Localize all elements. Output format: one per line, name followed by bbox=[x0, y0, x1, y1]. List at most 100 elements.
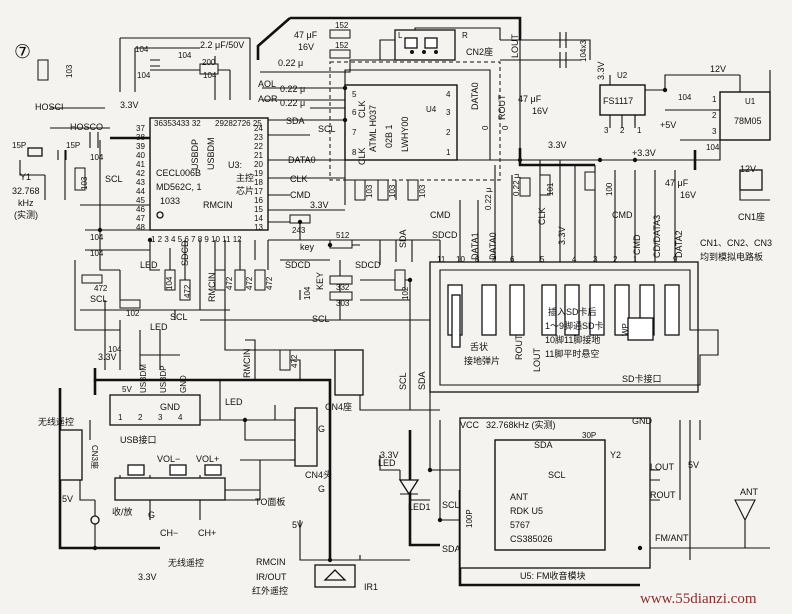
c104-label-h: 104 bbox=[165, 276, 174, 290]
c104-label-f: 104 bbox=[90, 233, 104, 242]
r472-label-d: 472 bbox=[245, 276, 254, 290]
usb-body bbox=[109, 394, 201, 426]
sd-pin-1: 1 bbox=[633, 255, 638, 264]
net-rout-2: ROUT bbox=[514, 334, 524, 360]
u3-pin-39: 39 bbox=[136, 142, 145, 151]
net-g-3: G bbox=[318, 484, 325, 494]
cn3-label: CN3座 bbox=[90, 445, 100, 469]
y1-unit: kHz bbox=[18, 198, 34, 208]
u4-line-3: LWHY00 bbox=[400, 117, 410, 152]
net-led-2: LED bbox=[150, 322, 168, 332]
u3-pin-18: 18 bbox=[254, 178, 263, 187]
regulator-u1: U1 78M05 1 2 3 bbox=[712, 91, 771, 141]
sd-pin-3: 3 bbox=[593, 255, 598, 264]
vol-down-label: VOL− bbox=[157, 454, 180, 464]
net-scl-6: SCL bbox=[398, 372, 408, 390]
ir-receiver: IR1 IR/OUT 红外遥控 无线遥控 bbox=[168, 557, 378, 596]
main-chip-body bbox=[149, 117, 269, 231]
c022-label-c: 0.22 μ bbox=[280, 98, 305, 108]
c15p-label-b: 15P bbox=[66, 141, 80, 150]
c104-label-b: 104 bbox=[178, 51, 192, 60]
net-sda-2: SDA bbox=[398, 229, 408, 248]
sd-pin-2: 2 bbox=[613, 255, 618, 264]
net-lout-1: LOUT bbox=[510, 33, 520, 58]
antenna-label: ANT bbox=[740, 487, 759, 497]
usb-label-5v: 5V bbox=[122, 385, 132, 394]
r332-label: 332 bbox=[336, 283, 350, 292]
net-p5v: +5V bbox=[660, 120, 676, 130]
u1-pin-2: 2 bbox=[712, 111, 717, 120]
net-clk-3: CLK bbox=[357, 147, 367, 165]
chip-u4: 5 6 7 8 4 3 2 1 U4 ATML H037 02B 1 LWHY0… bbox=[344, 84, 458, 161]
r472-label-a: 472 bbox=[94, 284, 108, 293]
u1-body bbox=[719, 91, 771, 141]
u4-pin-4: 4 bbox=[446, 90, 451, 99]
net-lout-2: LOUT bbox=[532, 347, 542, 372]
c104-label-i: 104 bbox=[303, 286, 312, 300]
c0-label-b: 0 bbox=[481, 125, 490, 130]
sd-pin-9: 9 bbox=[673, 255, 678, 264]
net-sdcd-1: SDCD bbox=[285, 260, 311, 270]
u5-crystal: 32.768kHz (实测) bbox=[486, 419, 556, 430]
net-led-4: LED bbox=[378, 458, 396, 468]
ir-desc-label: 红外遥控 bbox=[252, 585, 288, 596]
r152-label-a: 152 bbox=[335, 21, 349, 30]
c104-label-a: 104 bbox=[135, 45, 149, 54]
u1-part: 78M05 bbox=[734, 116, 762, 126]
net-clk-2: CLK bbox=[357, 100, 367, 118]
regulator-u2: U2 FS1117 3 2 1 bbox=[599, 71, 646, 135]
u4-pin-6: 6 bbox=[352, 108, 357, 117]
u1-label: U1 bbox=[745, 97, 756, 106]
r472-label-b: 472 bbox=[183, 284, 192, 298]
panel-title: TO面板 bbox=[255, 496, 285, 507]
u3-pin-22: 22 bbox=[254, 142, 263, 151]
led1-label: LED1 bbox=[408, 502, 431, 512]
net-ch-minus: CH− bbox=[160, 528, 178, 538]
led1: LED1 bbox=[398, 479, 431, 512]
u3-pin-42: 42 bbox=[136, 169, 145, 178]
r102-label-b: 102 bbox=[401, 286, 410, 300]
c47-label-c: 47 μF bbox=[665, 178, 689, 188]
u3-usbdm-label: USBDM bbox=[206, 137, 216, 170]
usb-pin-1: 1 bbox=[118, 413, 123, 422]
c022-label-a: 0.22 μ bbox=[278, 58, 303, 68]
net-sda-3: SDA bbox=[417, 371, 427, 390]
sd-card-interface: 11 10 8 7 6 5 4 3 2 1 9 插入SD卡后 1～9脚通SD卡 … bbox=[429, 255, 719, 393]
u3-pin-45: 45 bbox=[136, 196, 145, 205]
ir1-label: IR1 bbox=[364, 582, 378, 592]
play-label: 收/放 bbox=[112, 506, 133, 517]
remote-title-1: 无线遥控 bbox=[38, 416, 74, 427]
r103-label-e: 103 bbox=[418, 184, 427, 198]
net-clk-1: CLK bbox=[290, 174, 308, 184]
net-33v-8: 3.3V bbox=[138, 572, 157, 582]
c022-label-d: 0.22 μ bbox=[512, 173, 521, 196]
v16-label-c: 16V bbox=[680, 190, 696, 200]
u3-usbdp-label: USBDP bbox=[190, 139, 200, 170]
net-hosci: HOSCI bbox=[35, 102, 64, 112]
net-33v-1: 3.3V bbox=[120, 100, 139, 110]
sd-pin-5: 5 bbox=[540, 255, 545, 264]
r102-label: 102 bbox=[126, 309, 140, 318]
sd-note-3: 10脚11脚接地 bbox=[545, 334, 600, 345]
r200-label: 200 bbox=[202, 58, 216, 67]
cn3-body bbox=[59, 429, 83, 481]
r472-label-e: 472 bbox=[265, 276, 274, 290]
r103-label-a: 103 bbox=[65, 64, 74, 78]
u3-desc-1: 主控 bbox=[236, 172, 254, 183]
r243-label: 243 bbox=[292, 226, 306, 235]
net-data0-1: DATA0 bbox=[288, 155, 316, 165]
u3-top-pin-numbers-2: 29282726 25 bbox=[215, 119, 262, 128]
net-led-3: LED bbox=[225, 397, 243, 407]
net-sdcd-4: SDCD bbox=[432, 230, 458, 240]
net-sda-5: SDA bbox=[442, 544, 461, 554]
u4-pin-5: 5 bbox=[352, 90, 357, 99]
u2-pin-1: 1 bbox=[637, 126, 642, 135]
u2-label: U2 bbox=[617, 71, 628, 80]
net-p33v: +3.3V bbox=[632, 148, 656, 158]
net-labels: HOSCI HOSCO SCL LED SCL LED SCL LED RMCI… bbox=[35, 33, 756, 582]
net-scl-2: SCL bbox=[90, 294, 108, 304]
ir-out-label: IR/OUT bbox=[256, 572, 287, 582]
cn4-label: CN4座 bbox=[325, 401, 352, 412]
u1-pin-3: 3 bbox=[712, 127, 717, 136]
